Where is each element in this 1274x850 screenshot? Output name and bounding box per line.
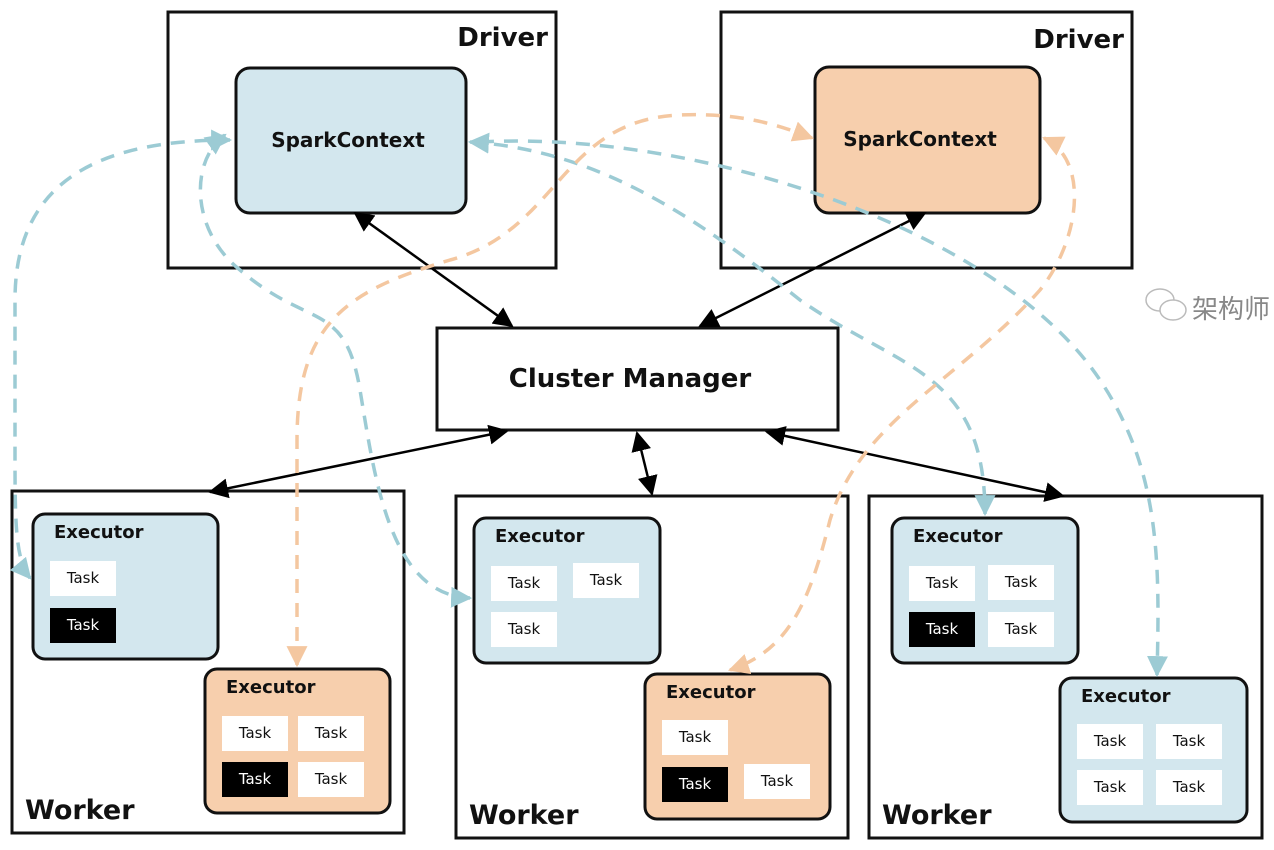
task-label: Task — [678, 728, 712, 746]
task-label: Task — [760, 772, 794, 790]
task[interactable]: Task — [573, 563, 639, 598]
task[interactable]: Task — [298, 762, 364, 797]
task-label: Task — [678, 775, 712, 793]
worker-title: Worker — [882, 800, 992, 831]
task-running[interactable]: Task — [662, 767, 728, 802]
task[interactable]: Task — [988, 565, 1054, 600]
task-label: Task — [507, 574, 541, 592]
task-running[interactable]: Task — [222, 762, 288, 797]
task-label: Task — [1172, 732, 1206, 750]
task-running[interactable]: Task — [50, 608, 116, 643]
driver-2-title: Driver — [1033, 25, 1124, 55]
orange-flow-1 — [286, 112, 814, 668]
task[interactable]: Task — [909, 566, 975, 601]
worker-title: Worker — [25, 795, 135, 826]
cluster-manager-label: Cluster Manager — [509, 364, 752, 394]
task[interactable]: Task — [1156, 770, 1222, 805]
task-label: Task — [238, 770, 272, 788]
task-label: Task — [66, 569, 100, 587]
task-label: Task — [1093, 732, 1127, 750]
task[interactable]: Task — [1156, 724, 1222, 759]
data-flow-lines — [9, 112, 1168, 678]
arrow-cluster-worker1 — [208, 424, 509, 499]
task[interactable]: Task — [744, 764, 810, 799]
orange-flow-2 — [728, 136, 1077, 674]
task-label: Task — [314, 770, 348, 788]
wechat-icon — [1145, 288, 1187, 321]
task-label: Task — [589, 571, 623, 589]
task[interactable]: Task — [491, 612, 557, 647]
task[interactable]: Task — [662, 720, 728, 755]
driver-1-title: Driver — [457, 23, 548, 53]
executor-title: Executor — [495, 526, 585, 547]
executor-title: Executor — [666, 682, 756, 703]
spark-context-2-label: SparkContext — [843, 127, 997, 151]
executor-title: Executor — [913, 526, 1003, 547]
task-label: Task — [925, 574, 959, 592]
executor-title: Executor — [1081, 686, 1171, 707]
task[interactable]: Task — [1077, 724, 1143, 759]
task-label: Task — [66, 616, 100, 634]
task[interactable]: Task — [222, 716, 288, 751]
spark-context-1-label: SparkContext — [271, 128, 425, 152]
task-label: Task — [314, 724, 348, 742]
task-label: Task — [1093, 778, 1127, 796]
watermark-text: 架构师 — [1192, 295, 1270, 325]
task[interactable]: Task — [1077, 770, 1143, 805]
blue-flow-1 — [9, 129, 233, 580]
task[interactable]: Task — [298, 716, 364, 751]
task[interactable]: Task — [50, 561, 116, 596]
task[interactable]: Task — [988, 612, 1054, 647]
task-label: Task — [507, 620, 541, 638]
task-label: Task — [925, 620, 959, 638]
executor-title: Executor — [226, 677, 316, 698]
arrow-cluster-worker3 — [765, 426, 1065, 502]
wechat-watermark: 架构师 — [1145, 288, 1270, 325]
task-label: Task — [1004, 573, 1038, 591]
worker-title: Worker — [469, 800, 579, 831]
arrow-cluster-worker2 — [631, 431, 658, 496]
task-label: Task — [1004, 620, 1038, 638]
task[interactable]: Task — [491, 566, 557, 601]
task-label: Task — [238, 724, 272, 742]
task-running[interactable]: Task — [909, 612, 975, 647]
cluster-manager[interactable]: Cluster Manager — [435, 326, 840, 432]
task-label: Task — [1172, 778, 1206, 796]
executor-title: Executor — [54, 522, 144, 543]
